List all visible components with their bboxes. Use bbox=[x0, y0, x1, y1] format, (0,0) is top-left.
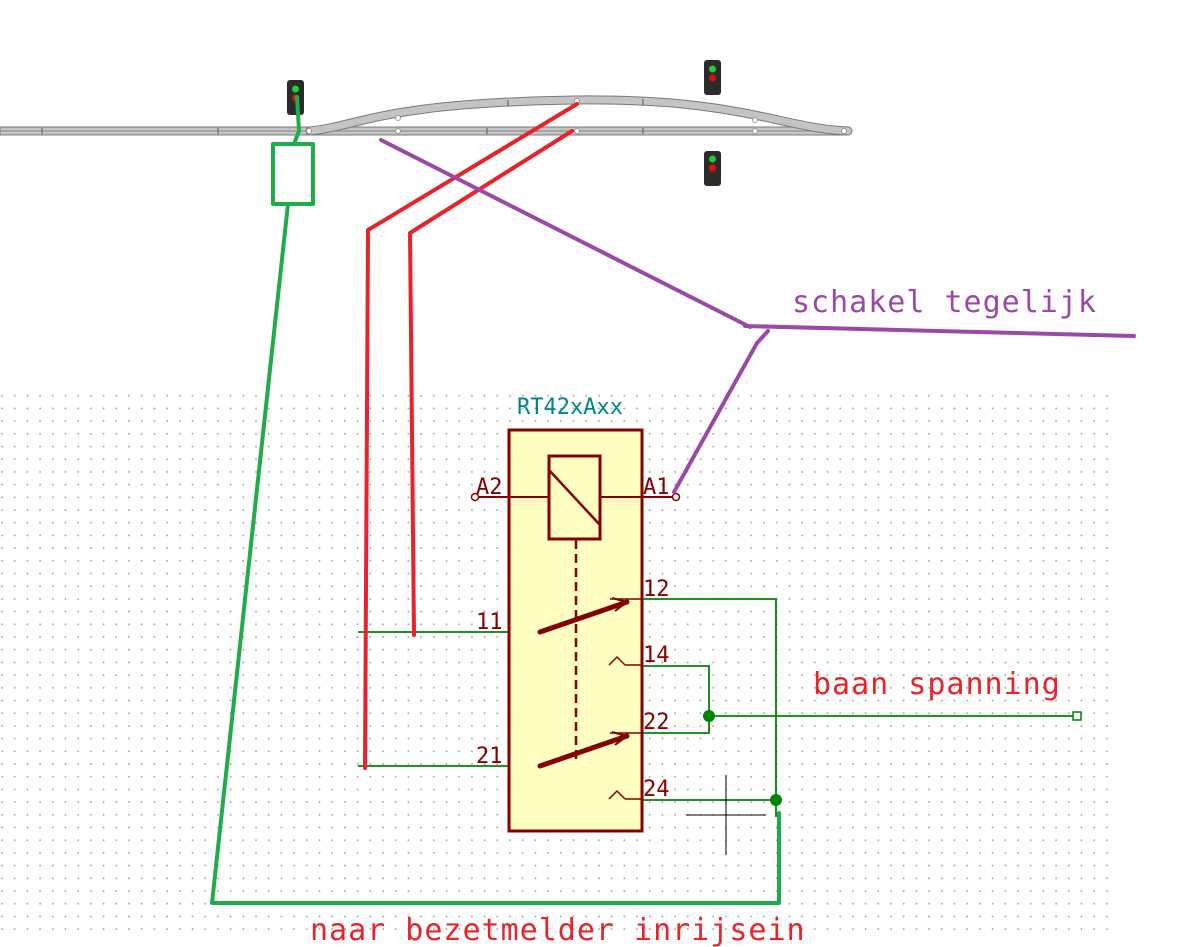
pin-label-24: 24 bbox=[643, 777, 670, 802]
junction-dot bbox=[703, 710, 715, 722]
pin-label-11: 11 bbox=[476, 610, 503, 635]
occupancy-detector-block bbox=[271, 142, 315, 206]
exit-signal-upper bbox=[704, 60, 721, 95]
pin-a2-terminal bbox=[470, 492, 480, 502]
pin-label-12: 12 bbox=[643, 577, 670, 602]
track-power-label: baan spanning bbox=[813, 667, 1061, 702]
switch-together-label: schakel tegelijk bbox=[792, 285, 1097, 320]
contact-arm-1 bbox=[537, 599, 630, 635]
pin-a1-terminal bbox=[671, 492, 681, 502]
occupancy-detector-label: naar bezetmelder inrijsein bbox=[310, 913, 806, 947]
pin-label-21: 21 bbox=[476, 744, 503, 769]
relay-rt42: RT42xAxx A2 A1 11 12 14 21 22 24 bbox=[470, 395, 681, 833]
track-layout bbox=[0, 60, 853, 186]
contact-arm-2 bbox=[537, 733, 630, 769]
pin-label-a2: A2 bbox=[476, 475, 503, 500]
relay-reference-label: RT42xAxx bbox=[517, 395, 623, 420]
contact-24-marker bbox=[608, 789, 626, 800]
red-switch-wiring bbox=[363, 102, 579, 770]
contact-14-marker bbox=[608, 655, 626, 666]
pin-label-22: 22 bbox=[643, 710, 670, 735]
junction-dot bbox=[770, 794, 782, 806]
pin-label-a1: A1 bbox=[643, 475, 670, 500]
pin-label-14: 14 bbox=[643, 643, 670, 668]
crosshair-cursor bbox=[686, 775, 766, 855]
green-occupancy-wiring bbox=[210, 95, 781, 905]
track-power-terminal bbox=[1072, 711, 1082, 721]
purple-switch-together-wiring bbox=[379, 138, 1136, 494]
exit-signal-lower bbox=[704, 151, 721, 186]
